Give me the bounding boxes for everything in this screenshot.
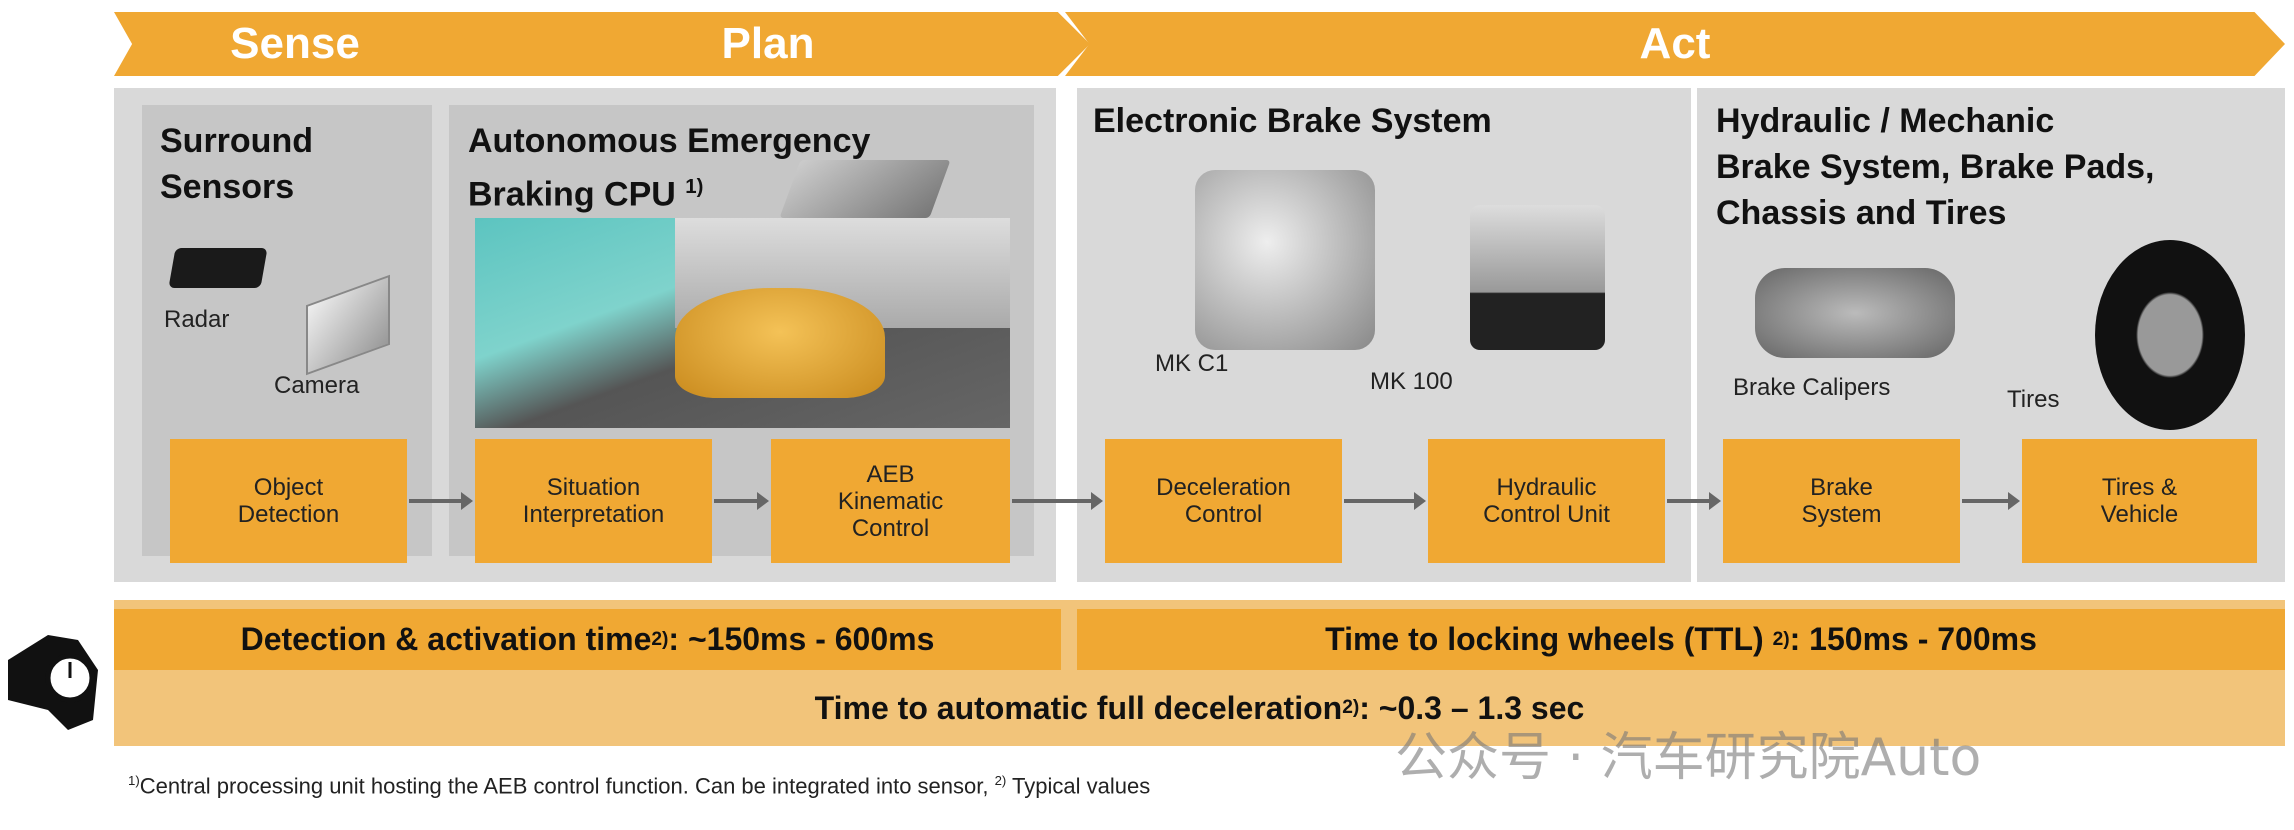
mk-c1-image — [1195, 170, 1375, 350]
ttl-bar: Time to locking wheels (TTL) 2): 150ms -… — [1077, 609, 2285, 670]
ebs-title: Electronic Brake System — [1093, 102, 1492, 140]
arrow — [714, 492, 769, 510]
arrow — [1667, 492, 1721, 510]
phase-plan: Plan — [446, 12, 1090, 76]
radar-image — [168, 248, 268, 288]
brake-calipers-label: Brake Calipers — [1733, 374, 1891, 401]
full-deceleration-bar: Time to automatic full deceleration 2): … — [814, 689, 1585, 726]
arrow — [1012, 492, 1103, 510]
mk-100-image — [1470, 205, 1605, 350]
footnote: 1)Central processing unit hosting the AE… — [128, 773, 1151, 799]
car-image — [675, 288, 885, 398]
arrow — [1344, 492, 1426, 510]
arrow — [1962, 492, 2020, 510]
arrow — [409, 492, 473, 510]
watermark: 公众号 · 汽车研究院Auto — [1395, 728, 1982, 788]
aeb-scene-image — [475, 218, 1010, 428]
phase-act: Act — [1065, 12, 2285, 76]
phase-label: Sense — [230, 19, 360, 68]
mk-c1-label: MK C1 — [1155, 350, 1229, 377]
phase-label: Plan — [721, 19, 815, 68]
cpu-image — [779, 160, 951, 218]
camera-label: Camera — [274, 372, 360, 399]
stopwatch-hand-icon — [8, 610, 108, 735]
radar-label: Radar — [164, 306, 230, 333]
brake-calipers-image — [1755, 268, 1955, 358]
step-tires-vehicle: Tires &Vehicle — [2022, 439, 2257, 563]
phase-sense: Sense — [114, 12, 476, 76]
phase-label: Act — [1639, 19, 1711, 68]
mk-100-label: MK 100 — [1370, 368, 1453, 395]
tire-image — [2095, 240, 2245, 430]
tires-label: Tires — [2007, 386, 2060, 413]
